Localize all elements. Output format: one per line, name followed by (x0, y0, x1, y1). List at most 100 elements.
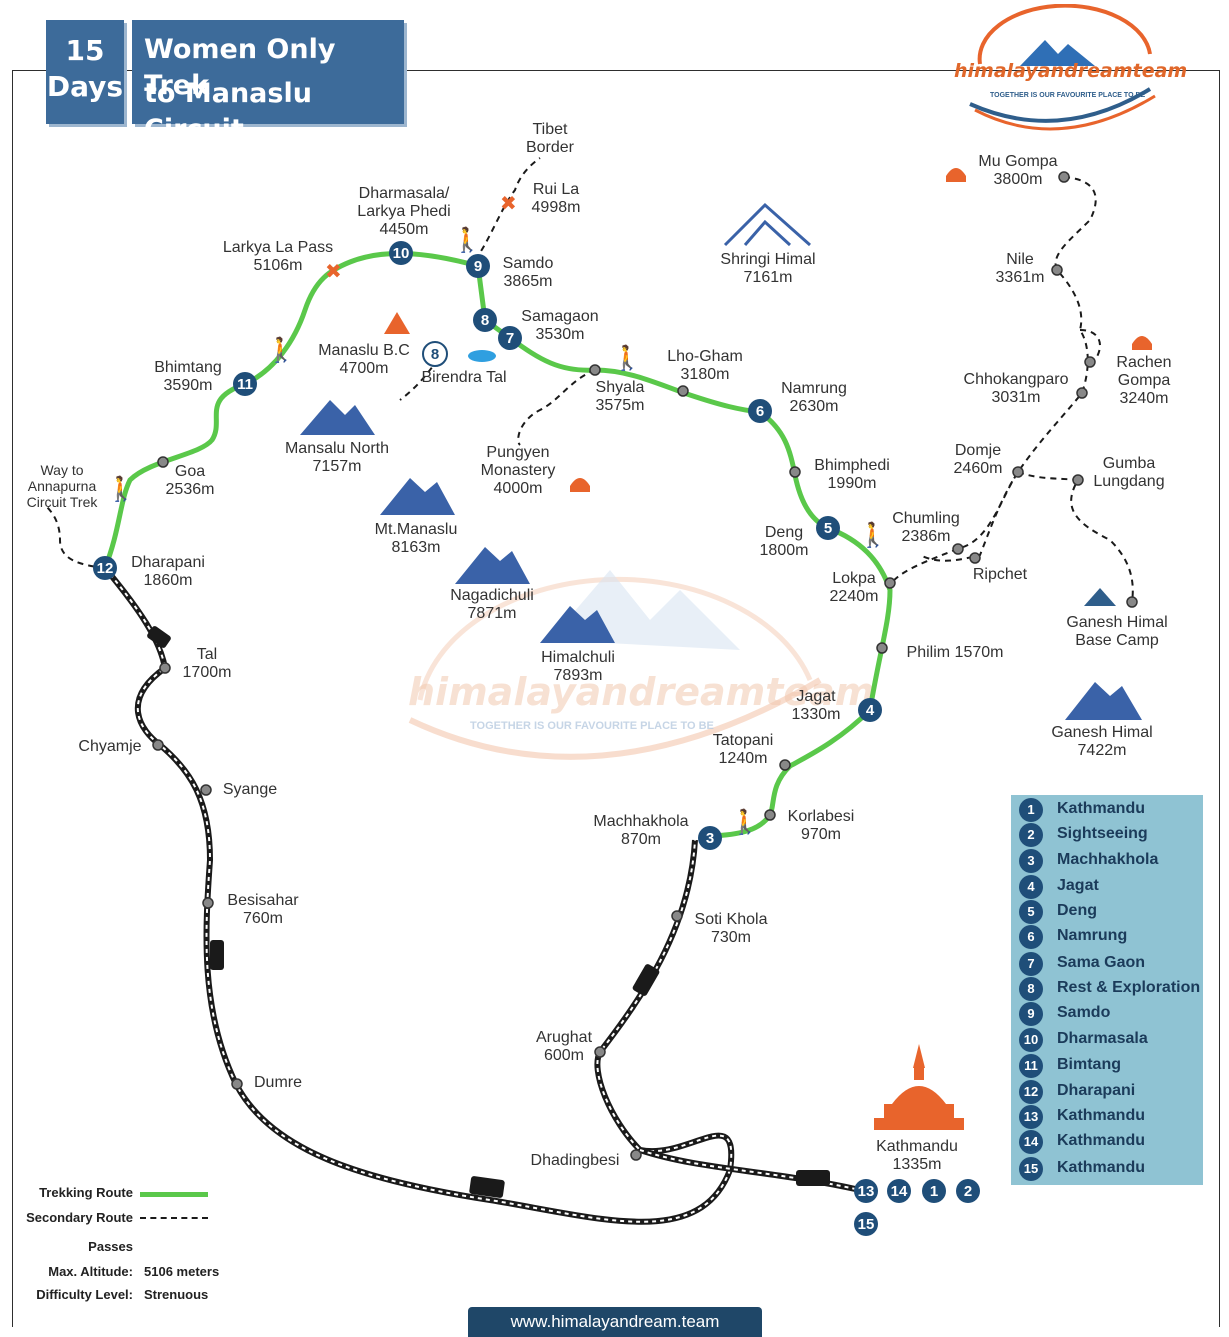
hiker-icon: 🚶 (266, 336, 296, 364)
label-dumre: Dumre (254, 1074, 302, 1091)
svg-text:2240m: 2240m (830, 588, 879, 605)
svg-text:4450m: 4450m (380, 221, 429, 238)
svg-text:Gumba: Gumba (1103, 455, 1156, 472)
svg-text:3865m: 3865m (504, 273, 553, 290)
svg-text:2: 2 (964, 1183, 972, 1200)
svg-text:3361m: 3361m (996, 269, 1045, 286)
svg-text:970m: 970m (801, 826, 841, 843)
svg-text:2386m: 2386m (902, 528, 951, 545)
svg-text:Mansalu North: Mansalu North (285, 440, 389, 457)
label-philim: Philim 1570m (907, 644, 1004, 661)
svg-text:4000m: 4000m (494, 480, 543, 497)
svg-text:15: 15 (858, 1216, 875, 1233)
legend-difficulty-value: Strenuous (144, 1287, 209, 1302)
svg-text:Dharapani: Dharapani (131, 554, 205, 571)
bus-icon (469, 1176, 505, 1198)
map-legend: Trekking Route Secondary Route Passes Ma… (18, 1182, 278, 1312)
svg-text:Rachen: Rachen (1116, 354, 1171, 371)
watermark-text: himalayandreamteam (408, 670, 875, 714)
hiker-icon: 🚶 (730, 808, 760, 836)
svg-text:8: 8 (481, 312, 489, 329)
svg-text:1990m: 1990m (828, 475, 877, 492)
svg-text:730m: 730m (711, 929, 751, 946)
svg-text:12: 12 (97, 560, 114, 577)
mountain-icon (380, 478, 455, 515)
jeep-icon (147, 626, 171, 648)
pass-icon: ✖ (325, 259, 342, 283)
day-marker-3: 3 (698, 826, 722, 850)
svg-text:Arughat: Arughat (536, 1029, 593, 1046)
svg-text:1700m: 1700m (183, 664, 232, 681)
svg-text:Circuit Trek: Circuit Trek (27, 494, 99, 510)
svg-text:Mt.Manaslu: Mt.Manaslu (375, 521, 458, 538)
pass-icon: ✖ (500, 191, 517, 215)
svg-text:Nagadichuli: Nagadichuli (450, 587, 534, 604)
secondary-routes (44, 157, 1134, 603)
legend-difficulty-label: Difficulty Level: (36, 1287, 133, 1302)
svg-text:Base Camp: Base Camp (1075, 632, 1159, 649)
svg-text:7871m: 7871m (468, 605, 517, 622)
svg-text:11: 11 (237, 376, 253, 393)
svg-text:Larkya Phedi: Larkya Phedi (357, 203, 450, 220)
day-marker-4: 4 (858, 698, 882, 722)
svg-text:Mu Gompa: Mu Gompa (978, 153, 1057, 170)
bus-icon (210, 940, 224, 970)
website-url[interactable]: www.himalayandream.team (468, 1307, 762, 1337)
title-main-box: Women Only Trek to Manaslu Circuit (132, 20, 404, 145)
svg-text:3240m: 3240m (1120, 390, 1169, 407)
legend-max-altitude-label: Max. Altitude: (48, 1264, 133, 1279)
svg-text:7161m: 7161m (744, 269, 793, 286)
hiker-icon: 🚶 (106, 475, 136, 503)
svg-text:4998m: 4998m (532, 199, 581, 216)
svg-text:Jagat: Jagat (796, 688, 836, 705)
svg-text:Border: Border (526, 139, 575, 156)
label-chyamje: Chyamje (78, 738, 141, 755)
mountain-icon (1065, 682, 1142, 720)
svg-text:Chhokangparo: Chhokangparo (964, 371, 1069, 388)
mountain-icon (540, 606, 615, 643)
svg-text:2630m: 2630m (790, 398, 839, 415)
svg-text:4700m: 4700m (340, 360, 389, 377)
label-birendra-tal: Birendra Tal (421, 369, 506, 386)
gompa-icon (946, 168, 966, 182)
svg-text:Tibet: Tibet (533, 121, 569, 138)
day-marker-11: 11 (233, 372, 257, 396)
title-days-box: 15 Days (46, 20, 124, 124)
svg-text:1330m: 1330m (792, 706, 841, 723)
svg-text:1240m: 1240m (719, 750, 768, 767)
svg-text:Samagaon: Samagaon (521, 308, 598, 325)
legend-secondary-route: Secondary Route (26, 1210, 133, 1225)
day-marker-13: 13 (854, 1179, 878, 1203)
svg-text:Bhimphedi: Bhimphedi (814, 457, 890, 474)
legend-trekking-swatch (140, 1192, 208, 1197)
day-marker-10: 10 (389, 241, 413, 265)
vehicle-icons (147, 626, 830, 1198)
svg-text:3: 3 (706, 830, 714, 847)
title-days-number: 15 (65, 34, 105, 67)
svg-text:870m: 870m (621, 831, 661, 848)
svg-text:Larkya La Pass: Larkya La Pass (223, 239, 333, 256)
day-marker-15: 15 (854, 1212, 878, 1236)
svg-text:1: 1 (930, 1183, 938, 1200)
